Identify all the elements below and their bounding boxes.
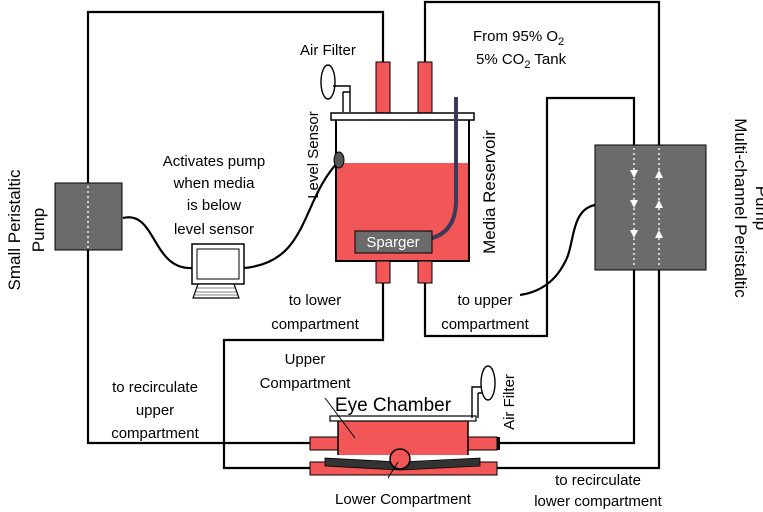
air-filter-chamber-icon: [471, 365, 496, 418]
tube-small-pump-to-reservoir: [86, 10, 385, 183]
tube-recirc-lower: [497, 270, 661, 470]
level-sensor-icon: [333, 151, 345, 169]
label-activates-1: Activates pump: [163, 153, 266, 170]
label-to-lower-2: compartment: [271, 316, 359, 333]
tube-to-lower-compartment: [222, 283, 385, 470]
label-small-pump-2: Pump: [29, 208, 48, 252]
sparger-box: [354, 230, 433, 254]
label-gas-source: From 95% O2: [473, 28, 564, 48]
label-activates-2: when media: [173, 175, 256, 192]
label-media-reservoir: Media Reservoir: [480, 130, 499, 254]
label-recirc-lower-1: to recirculate: [555, 472, 641, 489]
label-air-filter-top: Air Filter: [300, 42, 356, 59]
label-to-upper-2: compartment: [441, 316, 529, 333]
label-multi-pump-2: Pump: [752, 186, 763, 230]
tube-multi-pump-upper-return: [497, 270, 636, 445]
eye-chamber: [309, 415, 500, 476]
label-upper-compartment-1: Upper: [285, 351, 326, 368]
label-recirc-lower-2: lower compartment: [534, 493, 662, 510]
wire-level-sensor-to-computer: [243, 159, 341, 270]
callout-lower-compartment: [387, 461, 399, 479]
label-gas-source-2: 5% CO2 Tank: [476, 51, 567, 71]
flow-arrow-icons: [630, 170, 663, 238]
callout-upper-compartment: [324, 397, 356, 439]
wire-computer-to-small-pump: [122, 216, 193, 270]
tube-reservoir-to-multi-pump: [423, 0, 661, 145]
tube-to-upper-compartment: [423, 96, 636, 338]
wire-multi-pump-to-computer: [519, 203, 596, 297]
label-to-upper-1: to upper: [457, 292, 512, 309]
eye-tissue-icon: [389, 448, 411, 470]
label-small-pump-1: Small Peristaltic: [5, 169, 24, 290]
multi-channel-peristaltic-pump: [594, 144, 707, 271]
label-activates-4: level sensor: [174, 221, 254, 238]
label-lower-compartment: Lower Compartment: [335, 491, 472, 508]
small-peristaltic-pump: [54, 182, 123, 251]
label-air-filter-chamber: Air Filter: [501, 374, 518, 430]
computer: [191, 243, 245, 299]
media-reservoir: [330, 61, 475, 284]
air-filter-reservoir-icon: [320, 64, 351, 112]
label-level-sensor: Level Sensor: [305, 111, 322, 199]
label-recirc-upper-3: compartment: [111, 425, 199, 442]
label-sparger: Sparger: [366, 234, 419, 251]
tube-recirc-upper: [86, 250, 310, 445]
label-upper-compartment-2: Compartment: [260, 375, 352, 392]
label-multi-pump-1: Multi-channel Peristaltic: [731, 118, 750, 298]
label-recirc-upper-1: to recirculate: [112, 379, 198, 396]
label-recirc-upper-2: upper: [136, 402, 174, 419]
label-to-lower-1: to lower: [289, 292, 342, 309]
tubing: [86, 0, 661, 470]
label-eye-chamber: Eye Chamber: [335, 395, 452, 416]
label-activates-3: is below: [187, 197, 241, 214]
